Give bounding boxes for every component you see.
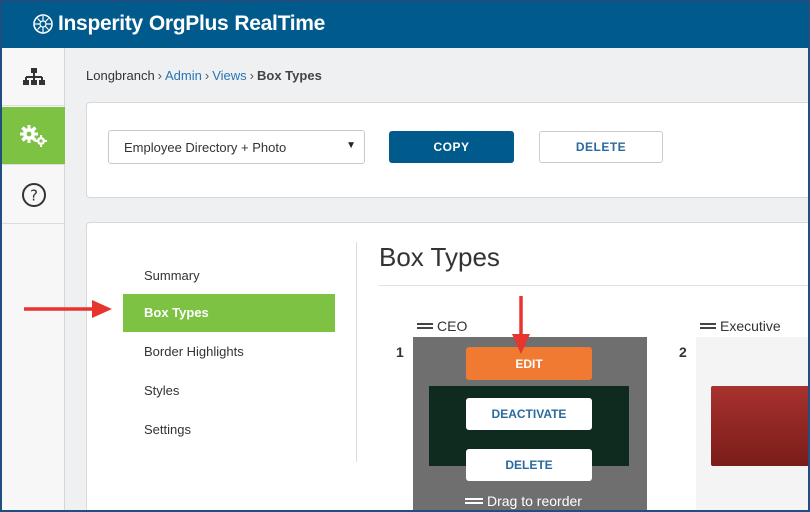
- org-chart-icon: [22, 67, 45, 85]
- breadcrumb: Longbranch›Admin›Views›Box Types: [86, 68, 322, 83]
- breadcrumb-admin-link[interactable]: Admin: [165, 68, 202, 83]
- box-type-name: CEO: [437, 318, 468, 334]
- caret-down-icon: ▼: [346, 140, 356, 151]
- box-type-number: 2: [679, 344, 687, 360]
- box-type-number: 1: [396, 344, 404, 360]
- edit-box-type-button[interactable]: EDIT: [466, 347, 592, 380]
- brand-primary: Insperity: [58, 12, 143, 35]
- help-icon: ?: [21, 182, 46, 207]
- annotation-arrow-right-icon: [24, 300, 112, 318]
- gears-icon: [19, 124, 47, 147]
- breadcrumb-sep: ›: [204, 68, 210, 83]
- left-nav: ?: [2, 48, 65, 510]
- app-logo[interactable]: Insperity OrgPlus RealTime: [32, 12, 325, 36]
- brand-secondary: OrgPlus: [148, 12, 229, 35]
- breadcrumb-sep: ›: [157, 68, 163, 83]
- insperity-logo-icon: [33, 14, 53, 34]
- side-item-border-highlights[interactable]: Border Highlights: [144, 344, 244, 359]
- breadcrumb-root: Longbranch: [86, 68, 155, 83]
- side-item-summary[interactable]: Summary: [144, 268, 200, 283]
- title-divider: [379, 285, 808, 286]
- side-item-settings[interactable]: Settings: [144, 422, 191, 437]
- top-bar: Insperity OrgPlus RealTime: [2, 2, 808, 48]
- drag-handle-icon: [700, 323, 716, 329]
- annotation-arrow-down-icon: [512, 296, 530, 354]
- menu-divider: [356, 242, 357, 462]
- brand-tertiary: RealTime: [234, 12, 326, 35]
- nav-help[interactable]: ?: [2, 166, 65, 224]
- nav-admin-settings[interactable]: [2, 107, 65, 165]
- delete-view-button[interactable]: DELETE: [539, 131, 663, 163]
- box-type-name: Executive: [720, 318, 781, 334]
- drag-label: Drag to reorder: [487, 493, 582, 509]
- box-type-ceo-label[interactable]: CEO: [417, 318, 467, 334]
- drag-to-reorder-handle[interactable]: Drag to reorder: [465, 493, 582, 509]
- drag-handle-icon: [417, 323, 433, 329]
- breadcrumb-sep: ›: [249, 68, 255, 83]
- drag-handle-icon: [465, 498, 483, 504]
- view-select-value: Employee Directory + Photo: [124, 140, 287, 155]
- copy-button[interactable]: COPY: [389, 131, 514, 163]
- nav-org-chart[interactable]: [2, 48, 65, 106]
- breadcrumb-views-link[interactable]: Views: [212, 68, 247, 83]
- deactivate-button[interactable]: DEACTIVATE: [466, 398, 592, 430]
- side-item-styles[interactable]: Styles: [144, 383, 180, 398]
- breadcrumb-current: Box Types: [257, 68, 322, 83]
- delete-box-type-button[interactable]: DELETE: [466, 449, 592, 481]
- box-preview: [711, 386, 808, 466]
- help-icon-glyph: ?: [30, 186, 38, 204]
- box-type-executive-label[interactable]: Executive: [700, 318, 781, 334]
- page-title: Box Types: [379, 242, 500, 272]
- side-item-box-types[interactable]: Box Types: [123, 294, 335, 332]
- view-select[interactable]: Employee Directory + Photo ▼: [108, 130, 365, 164]
